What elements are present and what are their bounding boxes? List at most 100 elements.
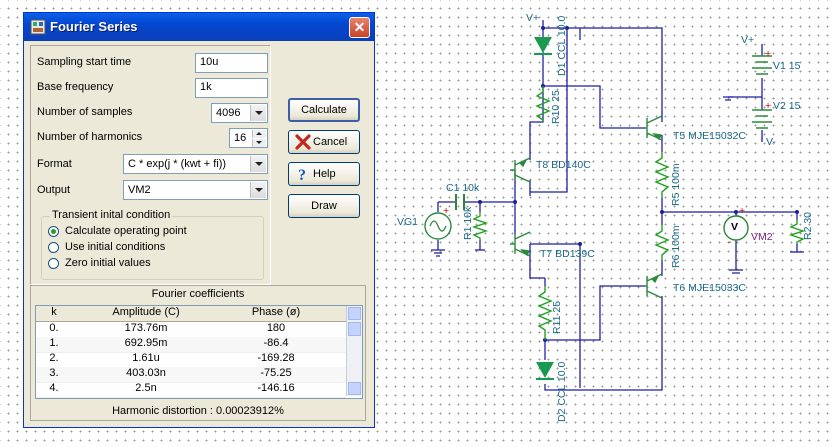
output-label: Output	[37, 184, 71, 196]
transistor-t8[interactable]	[510, 157, 531, 183]
r11-label: R11 25	[551, 300, 563, 334]
radio-icon[interactable]	[48, 258, 59, 269]
diode-d1[interactable]	[534, 37, 552, 55]
v1-plus-sign: +	[765, 48, 772, 60]
transistor-t5[interactable]	[645, 115, 663, 141]
scrollbar-thumb[interactable]	[348, 322, 361, 336]
harmonic-distortion-label: Harmonic distortion :	[112, 405, 213, 417]
number-of-samples-select[interactable]: 4096	[211, 103, 268, 123]
harmonic-distortion: Harmonic distortion : 0.00023912%	[31, 405, 365, 417]
cell-amplitude: 403.03n	[126, 367, 166, 379]
t7-label: T7 BD139C	[540, 248, 595, 260]
format-label: Format	[37, 158, 72, 170]
coefficients-table[interactable]: k Amplitude (C) Phase (ø) 0. 173.76m 180…	[35, 305, 363, 399]
title-bar[interactable]: Fourier Series ✕	[24, 13, 374, 41]
wires	[431, 20, 804, 391]
number-of-harmonics-stepper[interactable]: 16	[229, 128, 268, 148]
resistor-r5[interactable]	[654, 152, 670, 198]
r1-label: R1 10k	[462, 206, 474, 240]
r6-label: R6 100m	[670, 225, 682, 268]
voltmeter-plus-sign: +	[739, 205, 746, 217]
calculate-button[interactable]: Calculate	[288, 98, 360, 122]
radio-calculate-operating-point[interactable]: Calculate operating point	[48, 225, 258, 239]
scroll-up-icon[interactable]	[348, 307, 361, 320]
cell-phase: 180	[266, 322, 286, 334]
resistor-r2[interactable]	[788, 220, 806, 244]
output-select[interactable]: VM2	[123, 180, 268, 200]
help-label: Help	[313, 168, 336, 180]
table-row[interactable]: 3. 403.03n -75.25	[36, 367, 346, 383]
base-frequency-input[interactable]: 1k	[195, 78, 268, 98]
vplus-top-label: V+	[526, 12, 540, 24]
spin-up-icon[interactable]	[252, 130, 266, 138]
radio-zero-initial-values[interactable]: Zero initial values	[48, 257, 258, 271]
dialog-title: Fourier Series	[50, 19, 138, 34]
radio-label: Zero initial values	[65, 257, 151, 269]
format-value: C * exp(j * (kwt + fi))	[128, 158, 227, 170]
vg1-label: VG1	[397, 216, 419, 228]
cell-phase: -146.16	[257, 382, 295, 394]
column-header-k: k	[51, 306, 57, 318]
transient-condition-group: Transient inital condition Calculate ope…	[41, 209, 264, 280]
number-of-harmonics-value: 16	[234, 132, 247, 144]
settings-panel: Sampling start time 10u Base frequency 1…	[30, 45, 271, 285]
signal-source-vg1[interactable]	[424, 212, 452, 240]
transistor-t7[interactable]	[510, 231, 531, 257]
radio-label: Calculate operating point	[65, 225, 187, 237]
format-select[interactable]: C * exp(j * (kwt + fi))	[123, 154, 268, 174]
vplus-supply-label: V+	[741, 34, 755, 46]
cell-phase: -86.4	[263, 337, 289, 349]
voltmeter-vm2[interactable]	[723, 215, 749, 241]
cell-phase: -75.25	[260, 367, 292, 379]
help-button[interactable]: ? Help	[288, 162, 360, 186]
battery-v2[interactable]	[752, 109, 772, 129]
cell-k: 4.	[49, 382, 59, 394]
fourier-series-dialog: Fourier Series ✕ Sampling start time 10u…	[23, 12, 375, 428]
radio-selected-icon[interactable]	[48, 226, 59, 237]
column-header-amplitude: Amplitude (C)	[112, 306, 180, 318]
radio-use-initial-conditions[interactable]: Use initial conditions	[48, 241, 258, 255]
harmonic-distortion-value: 0.00023912%	[216, 405, 284, 417]
app-icon	[30, 19, 46, 35]
radio-icon[interactable]	[48, 242, 59, 253]
cell-amplitude: 1.61u	[132, 352, 160, 364]
resistor-r1[interactable]	[471, 212, 489, 240]
output-value: VM2	[128, 184, 151, 196]
v2-plus-sign: +	[765, 100, 772, 112]
calculate-label: Calculate	[301, 104, 347, 116]
sampling-start-time-label: Sampling start time	[37, 56, 132, 68]
coefficients-title: Fourier coefficients	[151, 288, 245, 300]
vg1-plus-sign: +	[443, 205, 450, 217]
chevron-down-icon[interactable]	[250, 156, 266, 172]
cancel-button[interactable]: Cancel	[288, 130, 360, 154]
scroll-down-icon[interactable]	[348, 382, 361, 395]
number-of-samples-label: Number of samples	[37, 106, 133, 118]
resistor-r11[interactable]	[537, 286, 553, 340]
battery-v1[interactable]	[752, 55, 772, 75]
capacitor-c1[interactable]	[455, 194, 465, 210]
resistor-r10[interactable]	[535, 86, 551, 122]
vminus-supply-label: V-	[766, 136, 776, 148]
draw-button[interactable]: Draw	[288, 194, 360, 218]
column-header-phase: Phase (ø)	[251, 306, 301, 318]
cancel-label: Cancel	[313, 136, 348, 148]
resistor-r6[interactable]	[654, 225, 670, 260]
radio-label: Use initial conditions	[65, 241, 166, 253]
chevron-down-icon[interactable]	[250, 182, 266, 198]
vertical-scrollbar[interactable]	[346, 306, 362, 396]
voltmeter-icon: V	[731, 221, 739, 233]
sampling-start-time-input[interactable]: 10u	[195, 53, 268, 73]
v1-label: V1 15	[773, 60, 801, 72]
spin-down-icon[interactable]	[252, 139, 266, 147]
table-row[interactable]: 1. 692.95m -86.4	[36, 337, 346, 353]
table-row[interactable]: 4. 2.5n -146.16	[36, 382, 346, 398]
transistor-t6[interactable]	[645, 273, 663, 299]
close-button[interactable]: ✕	[349, 17, 370, 38]
svg-text:?: ?	[298, 167, 306, 183]
chevron-down-icon[interactable]	[250, 105, 266, 121]
r2-label: R2 30	[802, 211, 814, 240]
diode-d2[interactable]	[536, 362, 554, 380]
cell-amplitude: 2.5n	[135, 382, 157, 394]
cell-k: 1.	[49, 337, 59, 349]
